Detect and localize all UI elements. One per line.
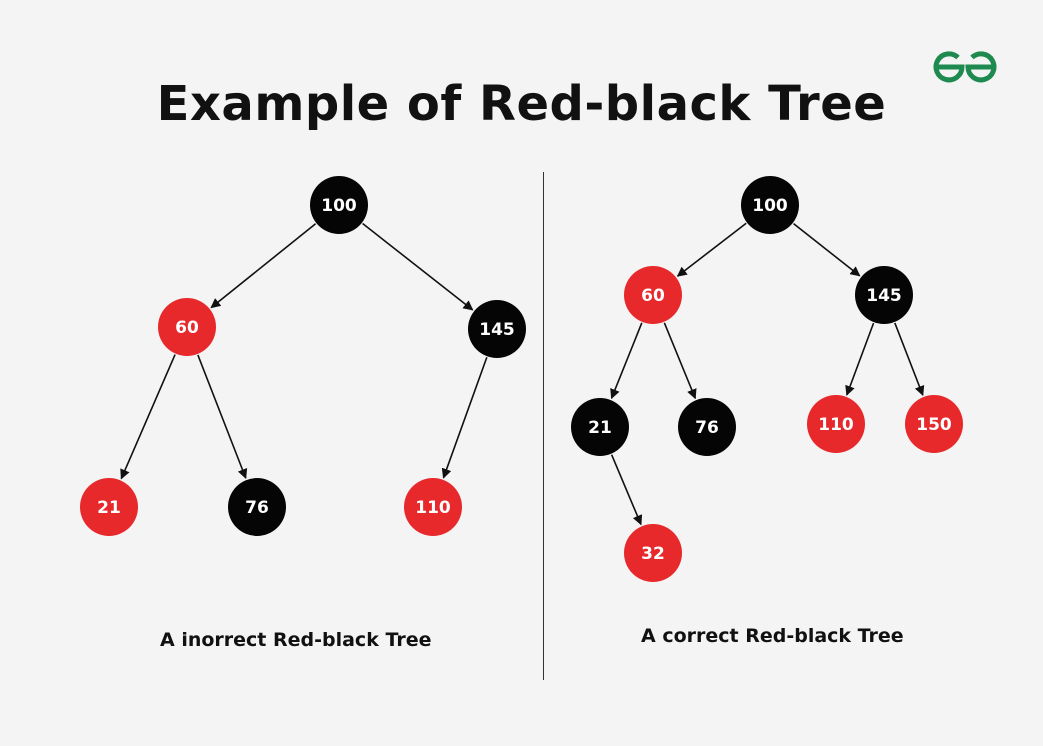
tree-node-black bbox=[571, 398, 629, 456]
tree-node-black bbox=[741, 176, 799, 234]
edge-arrow bbox=[676, 222, 747, 277]
edge-arrow bbox=[845, 322, 875, 396]
node-label: 76 bbox=[695, 418, 719, 438]
edge-arrow bbox=[894, 322, 925, 397]
edge-arrow bbox=[610, 454, 643, 526]
node-label: 76 bbox=[245, 498, 269, 518]
tree-node-black bbox=[855, 266, 913, 324]
edge-arrow bbox=[793, 222, 861, 277]
tree-node-black bbox=[468, 300, 526, 358]
node-label: 60 bbox=[641, 286, 665, 306]
node-label: 145 bbox=[866, 286, 902, 306]
node-label: 145 bbox=[479, 320, 515, 340]
node-label: 32 bbox=[641, 544, 665, 564]
node-label: 110 bbox=[818, 415, 854, 435]
tree-node-red bbox=[624, 524, 682, 582]
page-title: Example of Red-black Tree bbox=[156, 76, 887, 132]
correct-tree: 100 60 145 21 76 110 150 32 bbox=[571, 176, 963, 582]
node-label: 150 bbox=[916, 415, 952, 435]
tree-node-red bbox=[624, 266, 682, 324]
tree-node-red bbox=[905, 395, 963, 453]
edge-arrow bbox=[362, 222, 474, 311]
edge-arrow bbox=[197, 354, 248, 480]
tree-node-red bbox=[80, 478, 138, 536]
tree-node-red bbox=[404, 478, 462, 536]
tree-node-black bbox=[310, 176, 368, 234]
node-label: 21 bbox=[588, 418, 612, 438]
gfg-logo-icon bbox=[933, 51, 997, 83]
correct-tree-caption: A correct Red-black Tree bbox=[641, 625, 904, 647]
edge-arrow bbox=[610, 322, 643, 400]
divider bbox=[543, 172, 544, 680]
edge-arrow bbox=[120, 354, 176, 480]
node-label: 100 bbox=[321, 196, 357, 216]
node-label: 21 bbox=[97, 498, 121, 518]
node-label: 110 bbox=[415, 498, 451, 518]
tree-node-red bbox=[807, 395, 865, 453]
node-label: 60 bbox=[175, 318, 199, 338]
incorrect-tree-caption: A inorrect Red-black Tree bbox=[160, 629, 432, 651]
node-label: 100 bbox=[752, 196, 788, 216]
edge-arrow bbox=[210, 223, 317, 309]
tree-node-red bbox=[158, 298, 216, 356]
incorrect-tree: 100 60 145 21 76 110 bbox=[80, 176, 526, 536]
edge-arrow bbox=[441, 356, 488, 479]
edge-arrow bbox=[663, 322, 697, 400]
tree-node-black bbox=[678, 398, 736, 456]
tree-node-black bbox=[228, 478, 286, 536]
